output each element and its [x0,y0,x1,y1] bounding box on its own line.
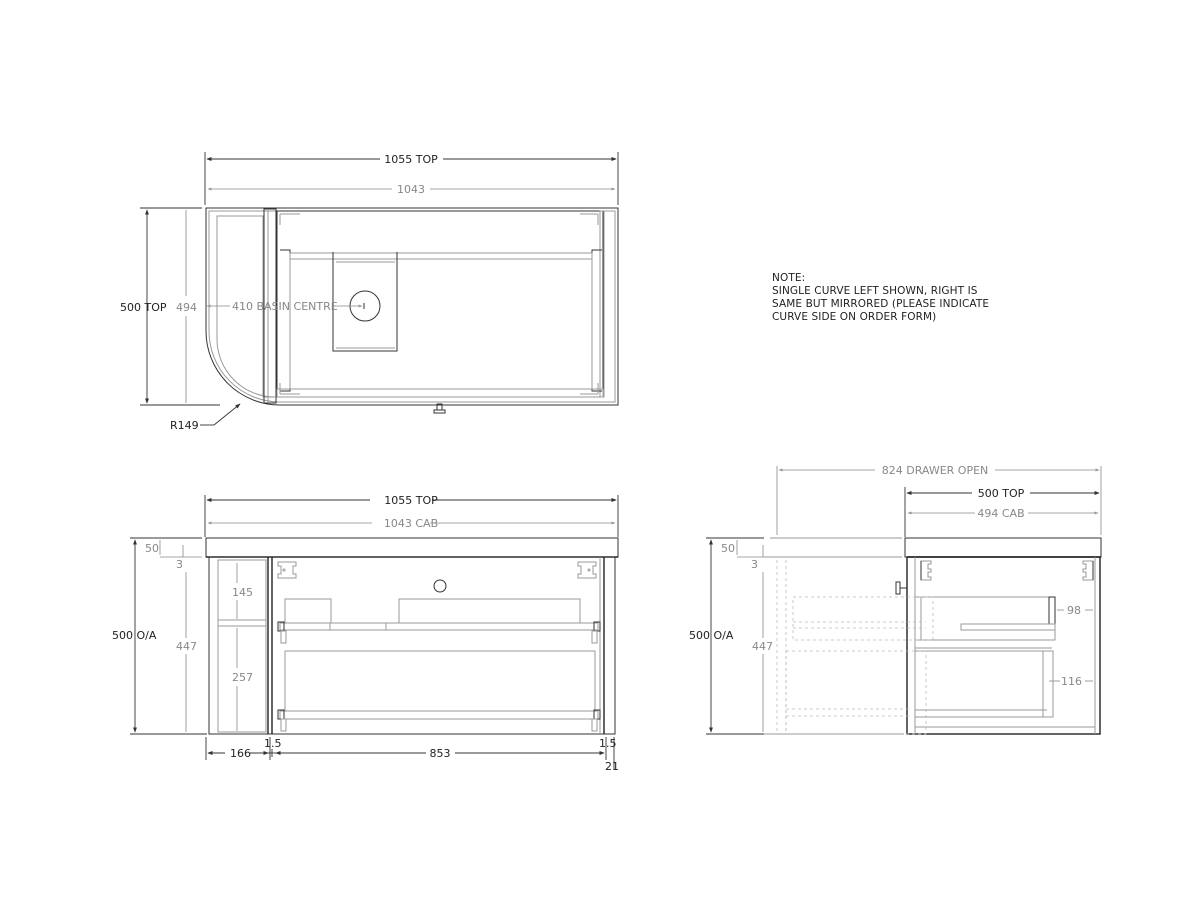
side-top-thickness-label: 50 [721,542,735,555]
side-gap-label: 3 [751,558,758,571]
shelf-upper-label: 145 [232,586,253,599]
side-overall-height-label: 500 O/A [689,629,734,642]
note-line: CURVE SIDE ON ORDER FORM) [772,311,937,323]
basin-centre-label: 410 BASIN CENTRE [232,300,338,313]
plan-depth-cab-label: 494 [176,301,197,314]
front-view: 1055 TOP 1043 CAB [112,494,619,773]
lower-drawer-label: 116 [1061,675,1082,688]
front-width-cab-label: 1043 CAB [384,517,438,530]
side-width-label: 166 [230,747,251,760]
plan-depth-top-label: 500 TOP [120,301,167,314]
note-line: SINGLE CURVE LEFT SHOWN, RIGHT IS [772,285,978,297]
panel-right-label: 1.5 [599,737,617,750]
side-depth-top-label: 500 TOP [978,487,1025,500]
panel-left-label: 1.5 [264,737,282,750]
plan-view: 1055 TOP 1043 500 TOP 494 [120,152,619,432]
plan-width-cab-label: 1043 [397,183,425,196]
radius-label: R149 [170,419,199,432]
front-overall-height-label: 500 O/A [112,629,157,642]
side-view: 824 DRAWER OPEN 500 TOP 494 CAB [689,464,1102,735]
plan-width-top-label: 1055 TOP [384,153,438,166]
front-width-top-label: 1055 TOP [384,494,438,507]
side-cab-height-label: 447 [752,640,773,653]
drawer-width-label: 853 [430,747,451,760]
front-cab-height-label: 447 [176,640,197,653]
shelf-lower-label: 257 [232,671,253,684]
upper-drawer-label: 98 [1067,604,1081,617]
order-note: NOTE: SINGLE CURVE LEFT SHOWN, RIGHT IS … [772,272,989,324]
side-depth-cab-label: 494 CAB [977,507,1024,520]
note-line: SAME BUT MIRRORED (PLEASE INDICATE [772,298,990,310]
end-panel-label: 21 [605,760,619,773]
drawer-open-label: 824 DRAWER OPEN [882,464,989,477]
front-top-thickness-label: 50 [145,542,159,555]
front-gap-label: 3 [176,558,183,571]
note-title: NOTE: [772,272,806,284]
